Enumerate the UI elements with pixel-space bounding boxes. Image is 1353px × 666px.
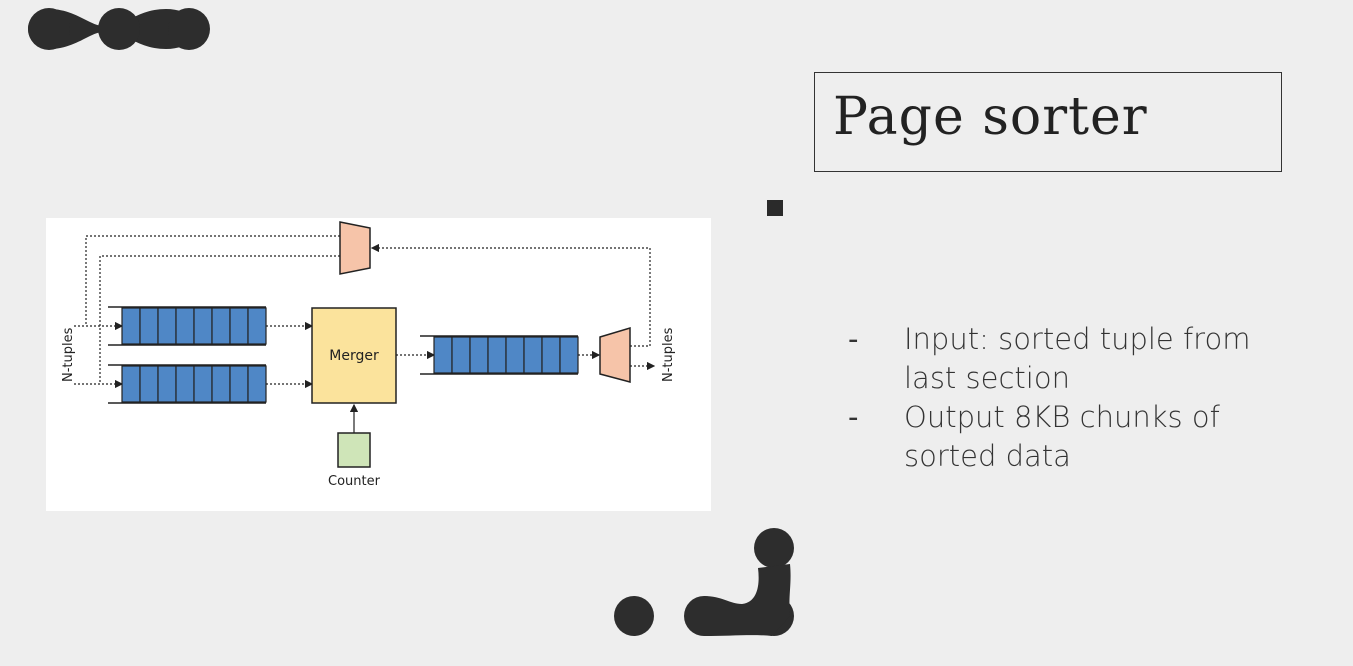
bullet-dash: -: [848, 400, 859, 434]
bullet-item: - Input: sorted tuple from last section: [848, 320, 1288, 398]
queue-cell: [211, 365, 231, 403]
queue-cell: [121, 365, 141, 403]
queue-cell: [157, 365, 177, 403]
queue-cell: [193, 307, 213, 345]
queue-cell: [139, 307, 159, 345]
output-mux: [599, 326, 631, 383]
queue-cell: [175, 365, 195, 403]
page-title: Page sorter: [833, 87, 1148, 147]
input-queue-2: [108, 364, 267, 404]
queue-cell: [247, 365, 267, 403]
input-label: N-tuples: [61, 327, 76, 382]
queue-cell: [157, 307, 177, 345]
square-bullet-marker: [767, 200, 783, 216]
merger-block: [311, 307, 397, 404]
output-label: N-tuples: [661, 327, 676, 382]
feedback-mux: [339, 221, 371, 275]
queue-cell: [559, 336, 579, 374]
queue-cell: [541, 336, 561, 374]
bullet-text-input: Input: sorted tuple from last section: [904, 322, 1251, 395]
queue-cell: [211, 307, 231, 345]
counter-label: Counter: [328, 474, 381, 489]
merger-diagram-svg: N-tuples: [61, 221, 676, 489]
queue-cell: [229, 307, 249, 345]
counter-block: [337, 432, 371, 468]
merger-label: Merger: [329, 348, 379, 364]
decorative-dots-bottom: [614, 528, 794, 636]
queue-cell: [175, 307, 195, 345]
queue-cell: [193, 365, 213, 403]
title-box: Page sorter: [814, 72, 1282, 172]
bullet-list: - Input: sorted tuple from last section …: [848, 320, 1288, 476]
queue-cell: [451, 336, 471, 374]
bullet-dash: -: [848, 322, 859, 356]
queue-cell: [247, 307, 267, 345]
input-queue-1: [108, 306, 267, 346]
merger-diagram: N-tuples: [46, 218, 711, 511]
decorative-dots-top: [28, 8, 210, 50]
queue-cell: [139, 365, 159, 403]
queue-cell: [523, 336, 543, 374]
queue-cell: [229, 365, 249, 403]
queue-cell: [121, 307, 141, 345]
queue-cell: [433, 336, 453, 374]
output-queue: [420, 335, 579, 375]
bullet-text-output: Output 8KB chunks of sorted data: [904, 400, 1220, 473]
queue-cell: [469, 336, 489, 374]
queue-cell: [487, 336, 507, 374]
queue-cell: [505, 336, 525, 374]
input-feed-lines: [74, 235, 656, 389]
bullet-item: - Output 8KB chunks of sorted data: [848, 398, 1288, 476]
